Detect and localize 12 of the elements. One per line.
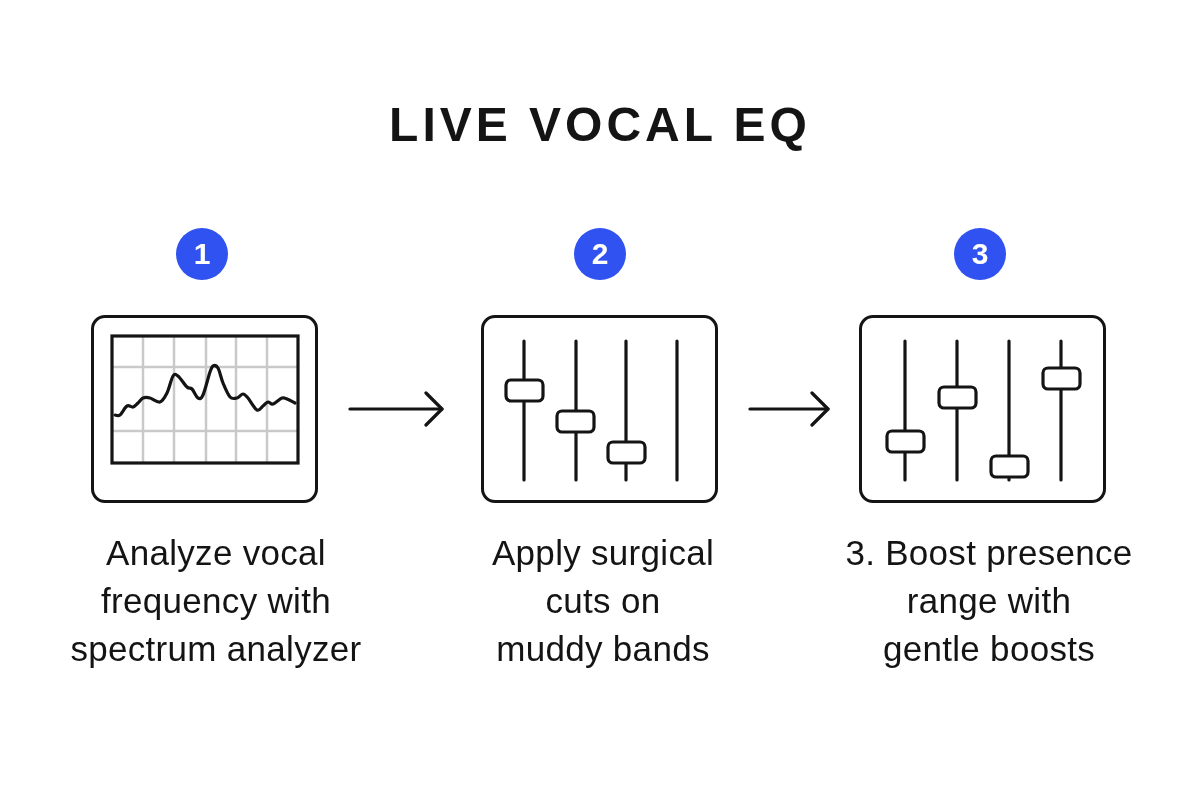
diagram-title: LIVE VOCAL EQ	[388, 97, 812, 153]
illustration-panel	[91, 315, 318, 503]
step-caption: 3. Boost presence range with gentle boosts	[844, 532, 1134, 670]
step-number-badge: 2	[574, 228, 626, 280]
step-number-badge: 3	[954, 228, 1006, 280]
arrow	[748, 391, 830, 427]
step-number-badge: 1	[176, 228, 228, 280]
illustration-panel	[859, 315, 1106, 503]
step-caption: Analyze vocal frequency with spectrum analyzer	[69, 532, 363, 670]
illustration-panel	[481, 315, 718, 503]
arrow	[348, 391, 444, 427]
step-caption: Apply surgical cuts on muddy bands	[490, 532, 716, 670]
